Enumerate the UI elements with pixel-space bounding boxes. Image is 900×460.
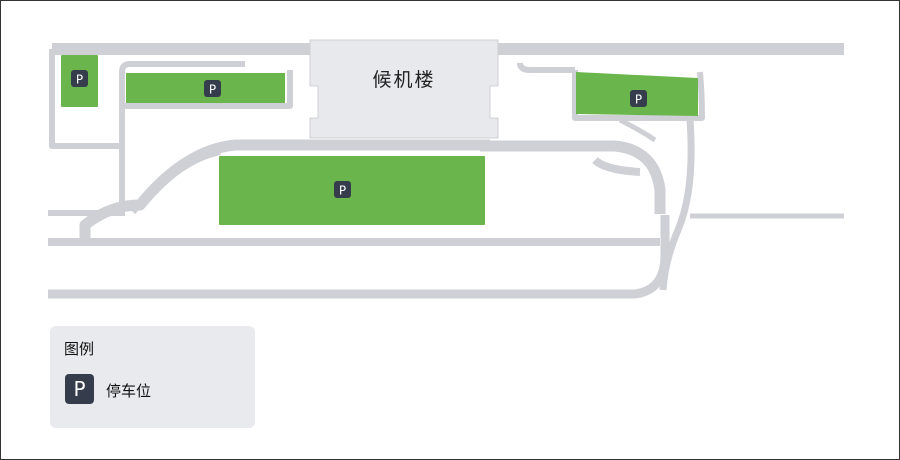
road-right-curve xyxy=(659,119,695,291)
parking-badge-center: P xyxy=(334,181,351,198)
parking-lot-center[interactable] xyxy=(219,156,485,225)
road-right-upper xyxy=(517,62,575,73)
legend-title: 图例 xyxy=(64,340,95,358)
map-legend: 图例 P 停车位 xyxy=(50,326,255,428)
road-terminal-inner xyxy=(592,156,641,176)
parking-badge-label: P xyxy=(635,93,642,107)
road-lot-connector xyxy=(120,70,293,109)
terminal-label: 候机楼 xyxy=(372,69,435,91)
parking-badge-label: P xyxy=(339,184,346,198)
parking-badge-right: P xyxy=(630,90,647,107)
road-outer-loop xyxy=(48,215,670,299)
legend-label-parking: 停车位 xyxy=(106,382,152,400)
parking-badge-label: P xyxy=(76,73,83,87)
parking-badge-left: P xyxy=(71,70,88,87)
parking-badge-upper: P xyxy=(204,80,221,97)
road-ramp-inner xyxy=(130,149,221,215)
road-left-loop xyxy=(49,49,245,149)
road-terminal-front xyxy=(480,140,666,214)
road-right-inner xyxy=(618,117,657,143)
parking-icon: P xyxy=(65,374,94,404)
parking-badge-label: P xyxy=(209,83,216,97)
terminal-building xyxy=(309,39,499,139)
road-right-loop xyxy=(572,70,705,121)
